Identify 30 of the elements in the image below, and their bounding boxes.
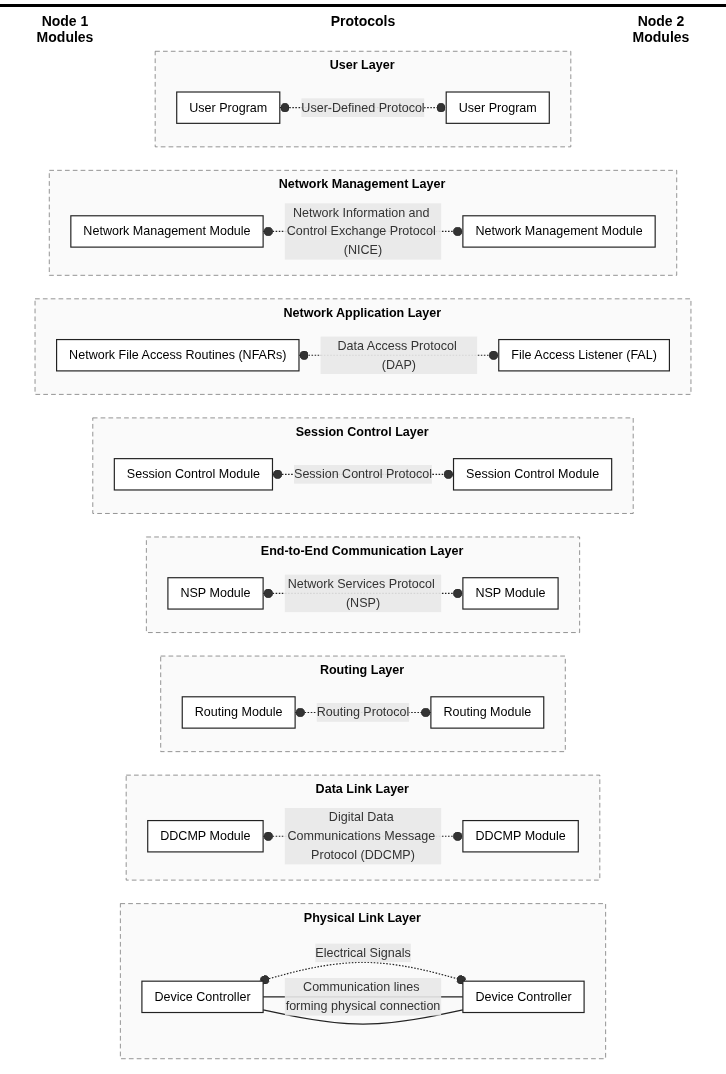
edge-label: User-Defined Protocol	[301, 100, 425, 114]
edge-label: Electrical Signals	[315, 945, 411, 960]
node-box: User Program	[176, 91, 281, 124]
node-box: User Program	[445, 91, 550, 124]
node-box: Network Management Module	[70, 215, 264, 248]
node-box: NSP Module	[462, 577, 559, 610]
node-box: Network Management Module	[462, 215, 656, 248]
node-box: Device Controller	[462, 980, 585, 1014]
node-box: Device Controller	[141, 980, 264, 1014]
node-box: Network File Access Routines (NFARs)	[56, 338, 300, 372]
node-box: DDCMP Module	[462, 820, 579, 853]
edge-label: Network Services Protocol (NSP)	[287, 576, 435, 610]
column-heading: Node 1 Modules	[35, 13, 95, 45]
column-heading: Node 2 Modules	[631, 13, 691, 45]
node-box: Session Control Module	[113, 458, 274, 491]
edge-label: Communication lines forming physical connection	[285, 980, 441, 1013]
connector	[259, 961, 467, 985]
edge-label: Session Control Protocol	[294, 467, 432, 481]
edge-label: Digital Data Communications Message Protocol (DDCMP)	[287, 810, 436, 862]
edge-label: Network Information and Control Exchange Protocol (NICE)	[286, 205, 436, 257]
node-box: DDCMP Module	[147, 820, 264, 853]
node-box: File Access Listener (FAL)	[498, 338, 670, 372]
node-box: NSP Module	[167, 577, 264, 610]
edge-label: Data Access Protocol (DAP)	[337, 338, 457, 371]
node-box: Session Control Module	[452, 458, 613, 491]
node-box: Routing Module	[181, 696, 296, 729]
node-box: Routing Module	[430, 696, 545, 729]
column-heading: Protocols	[330, 13, 396, 31]
edge-label: Routing Protocol	[316, 705, 410, 719]
connector	[262, 1009, 464, 1025]
